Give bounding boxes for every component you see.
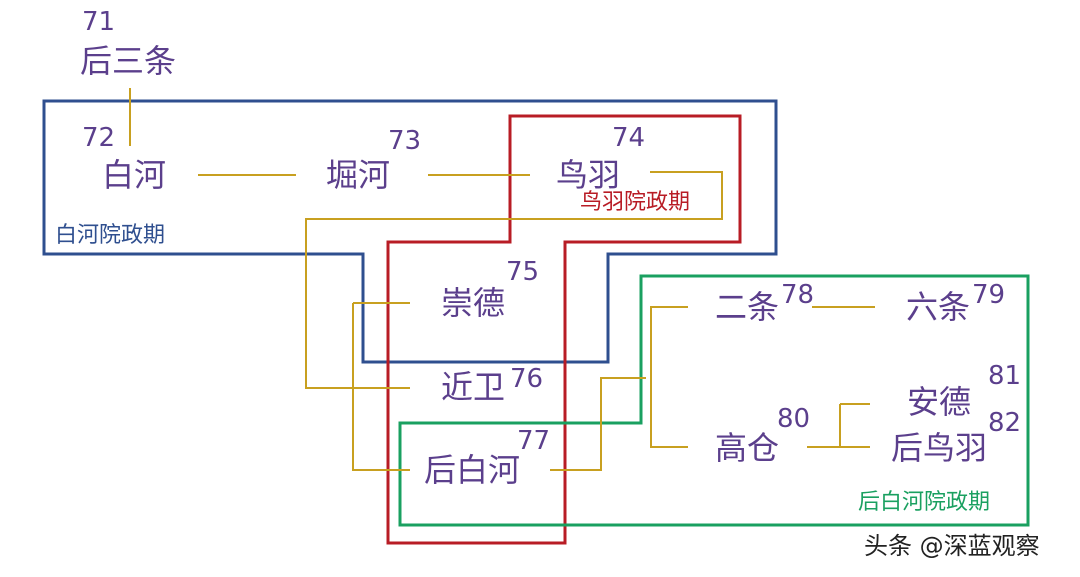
emperor-number: 77 bbox=[517, 426, 551, 456]
emperor-number: 75 bbox=[506, 257, 540, 287]
emperor-number: 76 bbox=[510, 364, 544, 394]
emperor-name: 崇德 bbox=[441, 284, 506, 322]
emperor-number: 78 bbox=[781, 280, 815, 310]
connector-toba-children bbox=[305, 171, 723, 389]
emperor-name: 堀河 bbox=[326, 156, 391, 194]
shirakawa-period-label: 白河院政期 bbox=[55, 223, 166, 248]
emperor-name: 后白河 bbox=[424, 451, 521, 489]
emperor-name: 高仓 bbox=[715, 429, 780, 467]
emperor-name: 后鸟羽 bbox=[891, 429, 988, 467]
toba-period-label: 鸟羽院政期 bbox=[580, 190, 691, 215]
emperor-number: 74 bbox=[612, 123, 646, 153]
shirakawa-period-box bbox=[42, 99, 778, 364]
connector-nijo-takakura bbox=[650, 306, 688, 448]
goshirakawa-period-label: 后白河院政期 bbox=[858, 490, 991, 515]
connector-toba-branch bbox=[352, 302, 410, 471]
emperor-name: 六条 bbox=[906, 288, 971, 326]
watermark: 头条 @深蓝观察 bbox=[864, 532, 1040, 560]
emperor-number: 72 bbox=[82, 123, 116, 153]
emperor-number: 80 bbox=[777, 404, 811, 434]
emperor-name: 白河 bbox=[102, 156, 167, 194]
emperor-name: 鸟羽 bbox=[556, 156, 621, 194]
toba-period-box bbox=[386, 114, 742, 545]
emperor-number: 79 bbox=[972, 280, 1006, 310]
emperor-number: 73 bbox=[388, 126, 422, 156]
connector-takakura-children bbox=[807, 403, 870, 448]
emperor-number: 71 bbox=[82, 7, 116, 37]
emperor-name: 后三条 bbox=[80, 42, 177, 80]
emperor-number: 81 bbox=[988, 361, 1022, 391]
goshirakawa-period-box bbox=[398, 274, 1030, 527]
emperor-name: 二条 bbox=[715, 288, 780, 326]
emperor-number: 82 bbox=[988, 408, 1022, 438]
emperor-name: 近卫 bbox=[441, 368, 506, 406]
connector-goshirakawa-nijo bbox=[550, 377, 646, 471]
emperor-name: 安德 bbox=[907, 383, 972, 421]
